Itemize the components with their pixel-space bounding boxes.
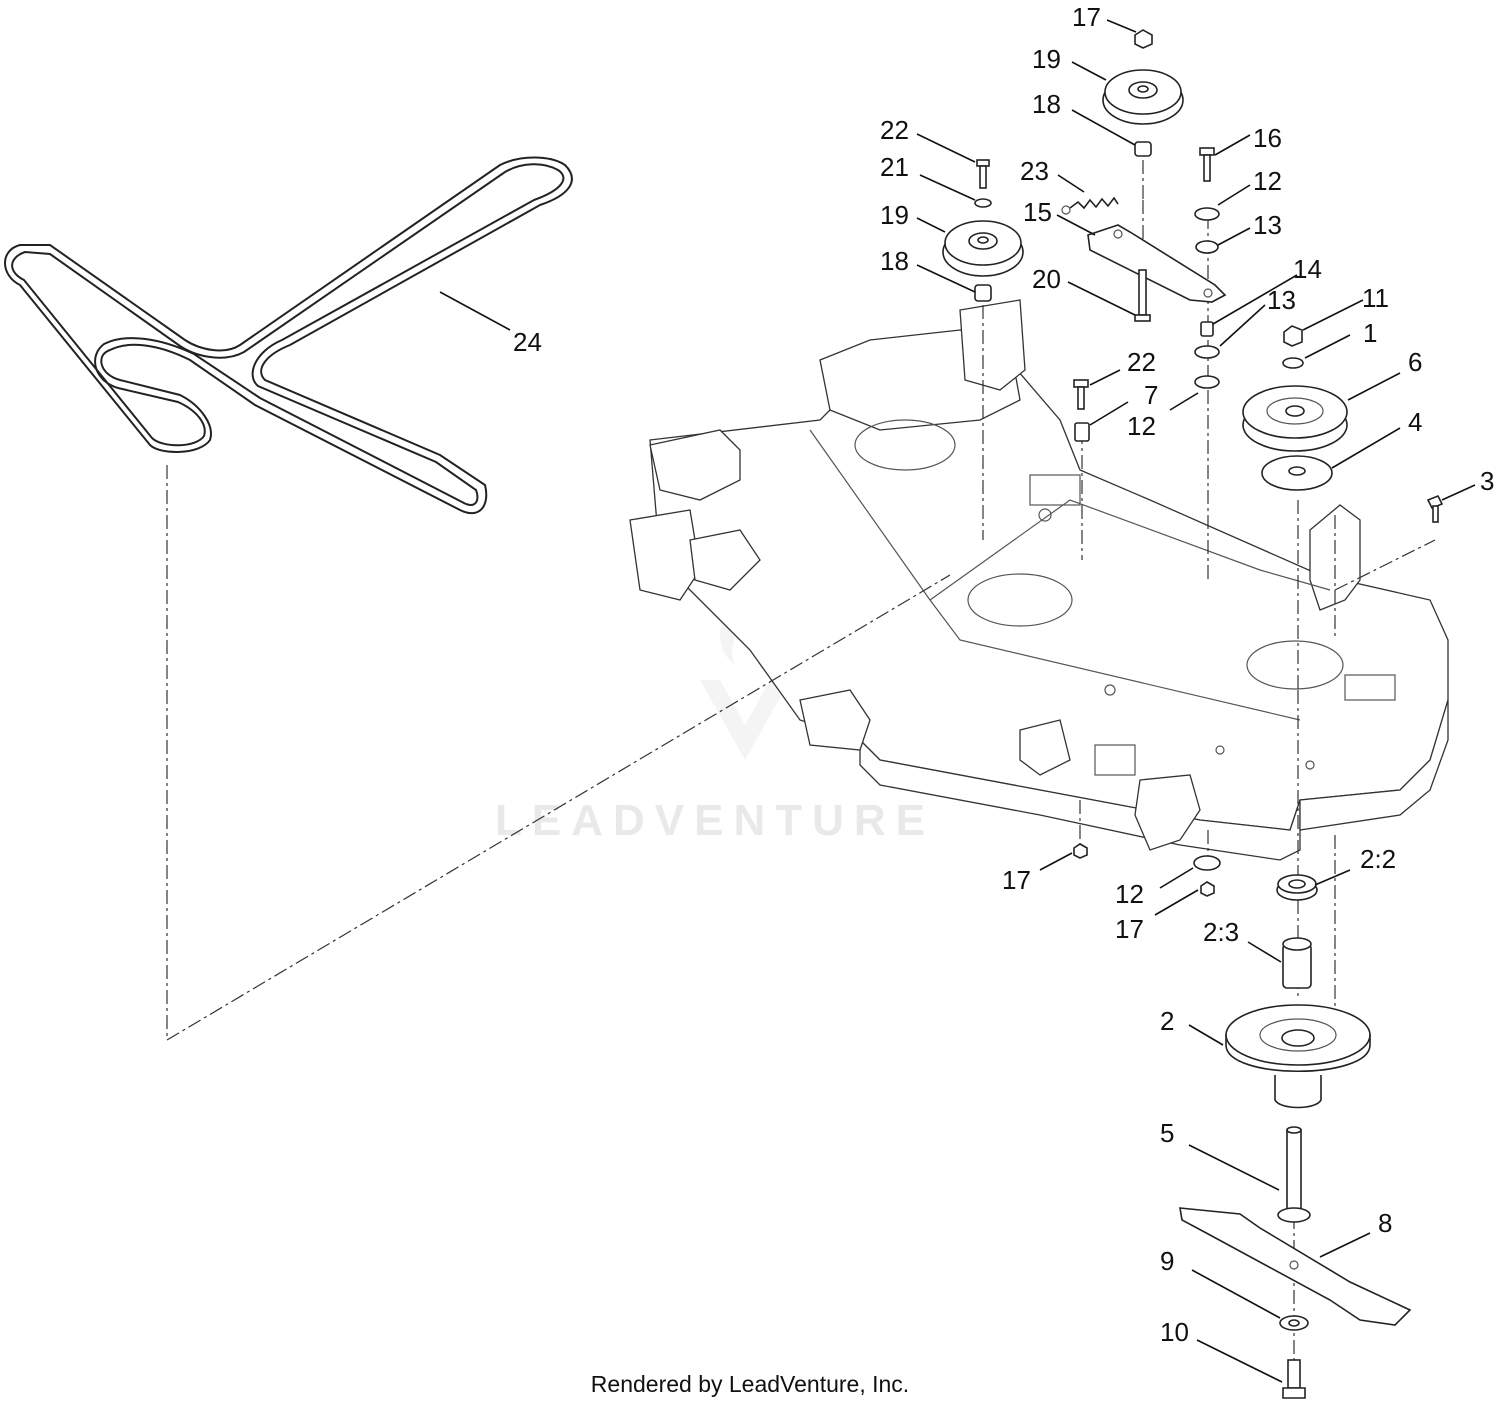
callout-12-c: 12 [1115,879,1144,909]
callout-17-top: 17 [1072,2,1101,32]
callout-24: 24 [513,327,542,357]
callout-2-2: 2:2 [1360,844,1396,874]
bolt-left [976,159,990,189]
washer-stack-lower [1194,321,1220,389]
blade-washer [1279,1315,1309,1331]
washer-1 [1282,357,1304,369]
callout-14: 14 [1293,254,1322,284]
flange-nut-bottom-mid [1200,881,1215,897]
flange-nut-top [1134,29,1153,49]
leader-lines [439,19,1476,1383]
watermark-text: LEADVENTURE [495,796,935,845]
bolt-20 [1134,269,1151,322]
flange-nut-bottom-left [1073,843,1088,859]
callout-17-bottom-left: 17 [1002,865,1031,895]
spring [1061,196,1119,215]
callout-22-mid: 22 [1127,347,1156,377]
callout-13-b: 13 [1267,285,1296,315]
idler-arm [1087,224,1227,303]
spacer-left [974,284,992,302]
footer-credit: Rendered by LeadVenture, Inc. [591,1371,909,1397]
callout-11: 11 [1362,283,1389,313]
spacer-top [1134,141,1152,157]
pulley-6 [1242,385,1348,452]
spacer-washer-4 [1261,455,1333,491]
spindle-housing [1225,1004,1371,1109]
callout-4: 4 [1408,407,1422,437]
bearing-2-2 [1276,874,1318,901]
nut-11 [1283,325,1303,347]
callout-2: 2 [1160,1006,1174,1036]
callout-19-left: 19 [880,200,909,230]
callout-12-b: 12 [1127,411,1156,441]
washer-21 [974,198,992,208]
callout-19-top: 19 [1032,44,1061,74]
idler-pulley-left [942,220,1024,277]
callout-13-a: 13 [1253,210,1282,240]
callout-9: 9 [1160,1246,1174,1276]
callout-16: 16 [1253,123,1282,153]
callout-2-3: 2:3 [1203,917,1239,947]
callout-18-top: 18 [1032,89,1061,119]
callout-22-left: 22 [880,115,909,145]
washer-stack-upper [1194,207,1220,254]
callout-12-a: 12 [1253,166,1282,196]
blade-bolt [1282,1359,1306,1399]
blade [1179,1207,1412,1326]
callout-8: 8 [1378,1208,1392,1238]
spindle-shaft [1277,1126,1311,1223]
callout-17-bottom-mid: 17 [1115,914,1144,944]
idler-pulley-top [1102,69,1184,125]
callout-23: 23 [1020,156,1049,186]
spacer-2-3 [1282,937,1312,989]
callout-6: 6 [1408,347,1422,377]
bolt-16 [1199,147,1215,182]
callout-15: 15 [1023,197,1052,227]
callout-1: 1 [1363,318,1377,348]
mower-deck [629,299,1449,861]
callouts: 17 19 18 22 21 19 18 23 15 20 16 12 13 1… [513,2,1494,1347]
callout-18-left: 18 [880,246,909,276]
callout-21: 21 [880,152,909,182]
callout-10: 10 [1160,1317,1189,1347]
callout-20: 20 [1032,264,1061,294]
callout-3: 3 [1480,466,1494,496]
callout-5: 5 [1160,1118,1174,1148]
bolt-mid [1073,379,1089,410]
callout-7: 7 [1144,380,1158,410]
bolt-3 [1426,494,1444,523]
spacer-7 [1074,422,1090,442]
washer-bottom [1193,855,1221,871]
belt [4,156,573,515]
